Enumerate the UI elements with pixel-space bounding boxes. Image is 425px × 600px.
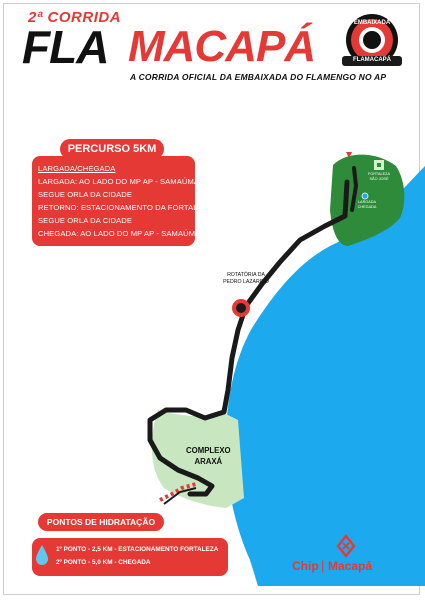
- route-path: [147, 179, 350, 497]
- route-line: LARGADA: AO LADO DO MP AP - SAMAÚMA: [38, 177, 200, 186]
- title-macapa: MACAPÁ: [128, 22, 316, 71]
- route-line: SEGUE ORLA DA CIDADE: [38, 190, 132, 199]
- edition-label: 2ª CORRIDA: [28, 9, 122, 26]
- event-subtitle: A CORRIDA OFICIAL DA EMBAIXADA DO FLAMEN…: [130, 72, 387, 82]
- sponsor-separator: |: [321, 558, 325, 573]
- badge-bottom-text: FLAMACAPÁ: [353, 57, 391, 63]
- route-line: SEGUE ORLA DA CIDADE: [38, 216, 132, 225]
- route-info-box: LARGADA/CHEGADA LARGADA: AO LADO DO MP A…: [32, 156, 213, 246]
- fortaleza-label: FORTALEZA SÃO JOSÉ: [367, 172, 390, 181]
- route-distance-pill: PERCURSO 5KM: [60, 139, 164, 159]
- badge-top-text: EMBAIXADA: [353, 20, 391, 26]
- hydration-point-2: 2º PONTO - 5,0 KM - CHEGADA: [56, 559, 151, 566]
- embaixada-badge-icon: [342, 14, 402, 66]
- hydration-point-icon: [361, 192, 369, 200]
- route-heading: LARGADA/CHEGADA: [38, 164, 116, 173]
- water-drop-icon: [36, 545, 48, 565]
- title-fla: FLA: [22, 21, 109, 73]
- complexo-area: [151, 410, 244, 508]
- hydration-box: 1º PONTO - 2,5 KM - ESTACIONAMENTO FORTA…: [32, 538, 228, 576]
- complexo-label-line2: ARAXÁ: [194, 457, 223, 466]
- sponsor-chip: Chip: [292, 559, 319, 573]
- chip-logo-icon: [336, 534, 356, 558]
- start-label: LARGADA CHEGADA: [357, 200, 377, 209]
- sponsor-city: Macapá: [328, 559, 373, 573]
- complexo-label-line1: COMPLEXO: [186, 446, 231, 455]
- river-water: [225, 166, 425, 586]
- route-line: CHEGADA: AO LADO DO MP AP - SAMAÚMA: [38, 229, 201, 238]
- complexo-label: COMPLEXO ARAXÁ: [186, 445, 231, 467]
- fortaleza-park: [330, 154, 405, 246]
- hydration-point-1: 1º PONTO - 2,5 KM - ESTACIONAMENTO FORTA…: [56, 546, 219, 553]
- hydration-pill: PONTOS DE HIDRATAÇÃO: [38, 513, 164, 531]
- route-line: RETORNO: ESTACIONAMENTO DA FORTALEZA: [38, 203, 213, 212]
- roundabout-label: ROTATÓRIA DA PEDRO LAZARINO: [223, 272, 269, 285]
- turnaround-segment: [159, 482, 197, 502]
- start-flag-icon: [346, 152, 352, 158]
